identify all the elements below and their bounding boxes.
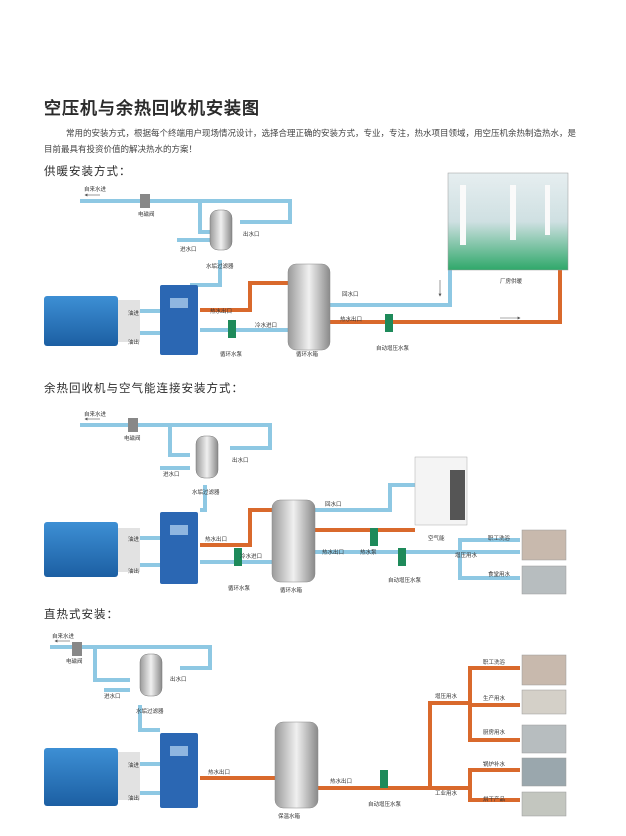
svg-text:空气能: 空气能	[428, 534, 445, 542]
svg-text:职工洗浴: 职工洗浴	[483, 658, 506, 666]
svg-text:工业用水: 工业用水	[435, 789, 458, 797]
svg-text:循环水泵: 循环水泵	[228, 584, 251, 592]
solenoid-valve	[128, 418, 138, 432]
production-photo	[521, 689, 567, 715]
svg-text:循环水箱: 循环水箱	[296, 350, 319, 358]
section-heading-direct: 直热式安装：	[44, 607, 119, 621]
heat-recovery-unit	[160, 285, 198, 355]
svg-text:油进: 油进	[128, 761, 140, 769]
drying-photo	[521, 791, 567, 817]
svg-text:自动增压水泵: 自动增压水泵	[376, 344, 410, 352]
svg-text:热水出口: 热水出口	[322, 548, 344, 556]
svg-text:出水口: 出水口	[232, 456, 249, 464]
svg-text:进水口: 进水口	[104, 692, 121, 700]
svg-text:自来水进: 自来水进	[84, 185, 107, 193]
svg-text:生产用水: 生产用水	[483, 694, 506, 702]
hot-water-pump	[370, 528, 378, 546]
svg-text:冷水进口: 冷水进口	[240, 552, 262, 560]
svg-text:烘干产品: 烘干产品	[483, 795, 506, 803]
section-heading-heatpump: 余热回收机与空气能连接安装方式：	[44, 381, 244, 395]
svg-text:油出: 油出	[128, 794, 139, 802]
staff-bath-photo	[521, 529, 567, 561]
svg-text:锅炉补水: 锅炉补水	[483, 760, 506, 768]
svg-text:食堂用水: 食堂用水	[488, 570, 511, 578]
svg-text:水垢过滤器: 水垢过滤器	[136, 707, 164, 715]
circulation-tank	[271, 499, 316, 583]
svg-text:循环水箱: 循环水箱	[280, 586, 303, 594]
svg-text:自来水进: 自来水进	[52, 632, 75, 640]
circulation-pump	[228, 320, 236, 338]
svg-text:电磁阀: 电磁阀	[138, 210, 155, 218]
insulated-tank	[274, 721, 319, 809]
booster-pump	[380, 770, 388, 788]
svg-text:电磁阀: 电磁阀	[124, 434, 141, 442]
canteen-photo	[521, 565, 567, 595]
svg-text:热水出口: 热水出口	[210, 307, 232, 315]
svg-text:热水泵: 热水泵	[360, 548, 377, 556]
svg-text:水垢过滤器: 水垢过滤器	[192, 488, 220, 496]
svg-text:进水口: 进水口	[180, 245, 197, 253]
diagram-direct: 自来水进 电磁阀 出水口 进水口 水垢过滤器 热水出口 热水出口 保温水箱 自动…	[44, 632, 567, 820]
svg-text:热水出口: 热水出口	[330, 777, 352, 785]
svg-text:循环水泵: 循环水泵	[220, 350, 243, 358]
scale-filter	[139, 653, 163, 697]
scale-filter	[195, 435, 219, 479]
svg-text:保温水箱: 保温水箱	[278, 812, 301, 820]
scale-filter	[209, 209, 233, 251]
page-title: 空压机与余热回收机安装图	[44, 99, 260, 119]
svg-text:职工洗浴: 职工洗浴	[488, 534, 511, 542]
circulation-tank	[287, 263, 331, 351]
svg-text:油进: 油进	[128, 309, 140, 317]
solenoid-valve	[72, 642, 82, 656]
svg-text:水垢过滤器: 水垢过滤器	[206, 262, 234, 270]
svg-text:热水出口: 热水出口	[208, 768, 230, 776]
section-heading-heating: 供暖安装方式：	[44, 164, 132, 178]
svg-text:增压用水: 增压用水	[455, 551, 478, 559]
svg-text:电磁阀: 电磁阀	[66, 657, 83, 665]
staff-bath-photo	[521, 654, 567, 686]
svg-text:热水出口: 热水出口	[205, 535, 227, 543]
svg-text:油进: 油进	[128, 535, 140, 543]
svg-text:出水口: 出水口	[243, 230, 260, 238]
air-compressor	[44, 522, 118, 577]
svg-text:自来水进: 自来水进	[84, 410, 107, 418]
intro-paragraph: 常用的安装方式，根据每个终端用户现场情况设计，选择合理正确的安装方式，专业，专注…	[44, 129, 577, 155]
heat-recovery-unit	[160, 512, 198, 584]
svg-text:进水口: 进水口	[163, 470, 180, 478]
svg-text:油出: 油出	[128, 567, 139, 575]
svg-text:自动增压水泵: 自动增压水泵	[368, 800, 402, 808]
diagram-heating: 自来水进 电磁阀 出水口 进水口 水垢过滤器 热水出口 冷水进口 回水口 热水出…	[44, 172, 569, 358]
kitchen-photo	[521, 724, 567, 754]
svg-text:厨房用水: 厨房用水	[483, 728, 506, 736]
circulation-pump	[234, 548, 242, 566]
svg-text:热水出口: 热水出口	[340, 315, 362, 323]
diagram-heatpump: 自来水进 电磁阀 出水口 进水口 水垢过滤器 热水出口 冷水进口 回水口 热水出…	[44, 410, 567, 595]
svg-text:出水口: 出水口	[170, 675, 187, 683]
air-compressor	[44, 748, 118, 806]
svg-text:油出: 油出	[128, 338, 139, 346]
svg-text:增压用水: 增压用水	[435, 692, 458, 700]
heat-recovery-unit	[160, 733, 198, 808]
svg-text:回水口: 回水口	[342, 290, 359, 298]
svg-text:回水口: 回水口	[325, 500, 342, 508]
boiler-photo	[521, 757, 567, 787]
booster-pump	[385, 314, 393, 332]
solenoid-valve	[140, 194, 150, 208]
air-compressor	[44, 296, 118, 346]
svg-text:厂房供暖: 厂房供暖	[500, 277, 523, 285]
booster-pump	[398, 548, 406, 566]
svg-text:自动增压水泵: 自动增压水泵	[388, 576, 422, 584]
svg-text:冷水进口: 冷水进口	[255, 321, 277, 329]
